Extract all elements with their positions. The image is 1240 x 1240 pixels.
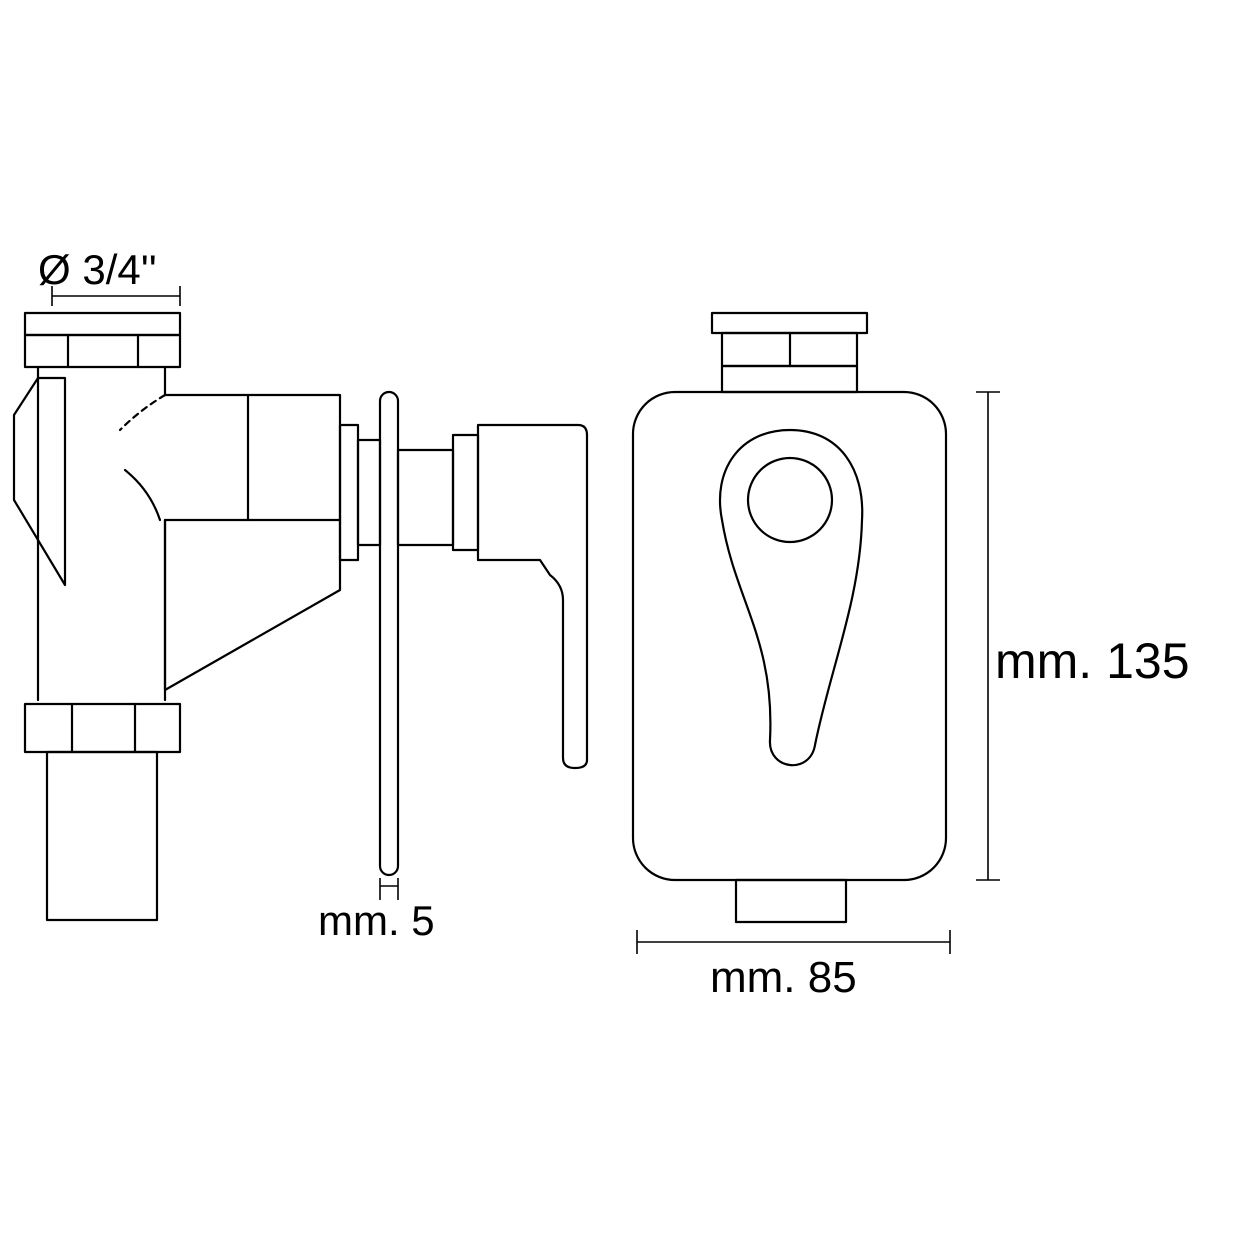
bottom-nut [23,702,182,922]
lever-handle-front [718,428,864,767]
plate-thickness-dimension [379,878,399,900]
cover-plate [378,390,400,877]
side-view: Ø 3/4'' [12,246,589,944]
top-nut [23,311,182,369]
lever-hub [746,456,834,544]
height-label: mm. 135 [995,633,1190,689]
bottom-stub [734,878,848,924]
top-cap [710,311,869,335]
inlet-dimension-line [51,286,181,306]
width-dimension-line [636,930,951,954]
inlet-diameter-label: Ø 3/4'' [38,246,157,293]
width-label: mm. 85 [710,953,857,1002]
front-view: mm. 135 mm. 85 [631,311,1190,1002]
plate-thickness-label: mm. 5 [318,897,435,944]
valve-body [12,365,382,702]
cover-plate-front [631,390,948,882]
height-dimension-line [976,391,1000,881]
lever-handle-side [396,423,589,770]
